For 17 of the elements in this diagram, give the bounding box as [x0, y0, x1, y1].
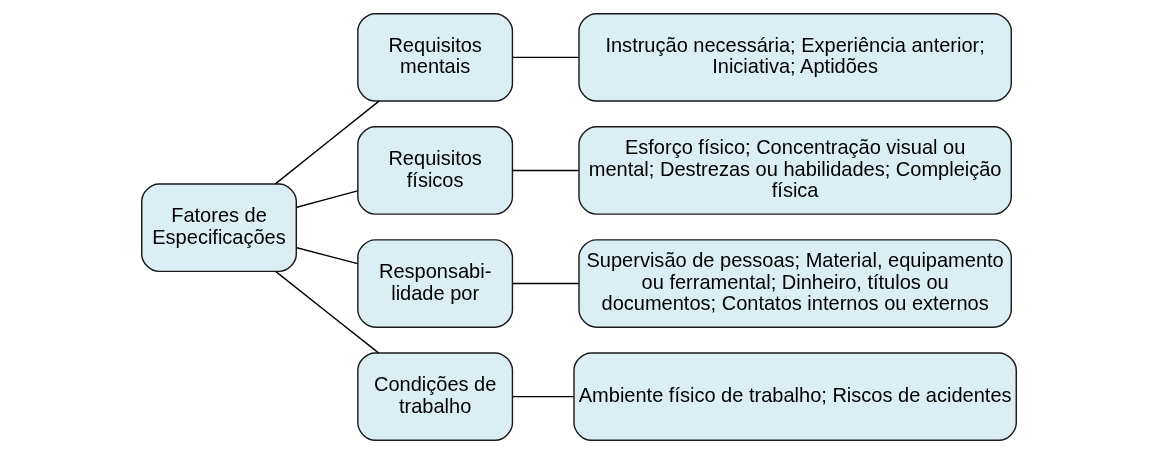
- connector: [274, 100, 380, 185]
- connector: [296, 190, 359, 208]
- connector: [512, 395, 575, 398]
- node-box: Esforço físico; Concentração visual ou mental; Destrezas ou habilidades; Compleição física: [578, 126, 1012, 215]
- node-box: Instrução necessária; Experiência anterior; Iniciativa; Aptidões: [578, 13, 1012, 102]
- node-box: Ambiente físico de trabalho; Riscos de acidentes: [573, 352, 1017, 441]
- node-box: Requisitos físicos: [357, 126, 514, 215]
- connector: [512, 169, 580, 172]
- node-box: Supervisão de pessoas; Material, equipamento ou ferramental; Dinheiro, títulos ou documentos; Contatos internos ou externos: [578, 239, 1012, 328]
- node-box: Fatores de Especificações: [141, 183, 298, 273]
- connector: [275, 270, 380, 354]
- connector: [512, 56, 580, 59]
- connector: [512, 282, 580, 285]
- node-box: Responsabi- lidade por: [357, 239, 514, 328]
- connector: [296, 247, 359, 265]
- node-box: Condições de trabalho: [357, 352, 514, 441]
- node-box: Requisitos mentais: [357, 13, 514, 102]
